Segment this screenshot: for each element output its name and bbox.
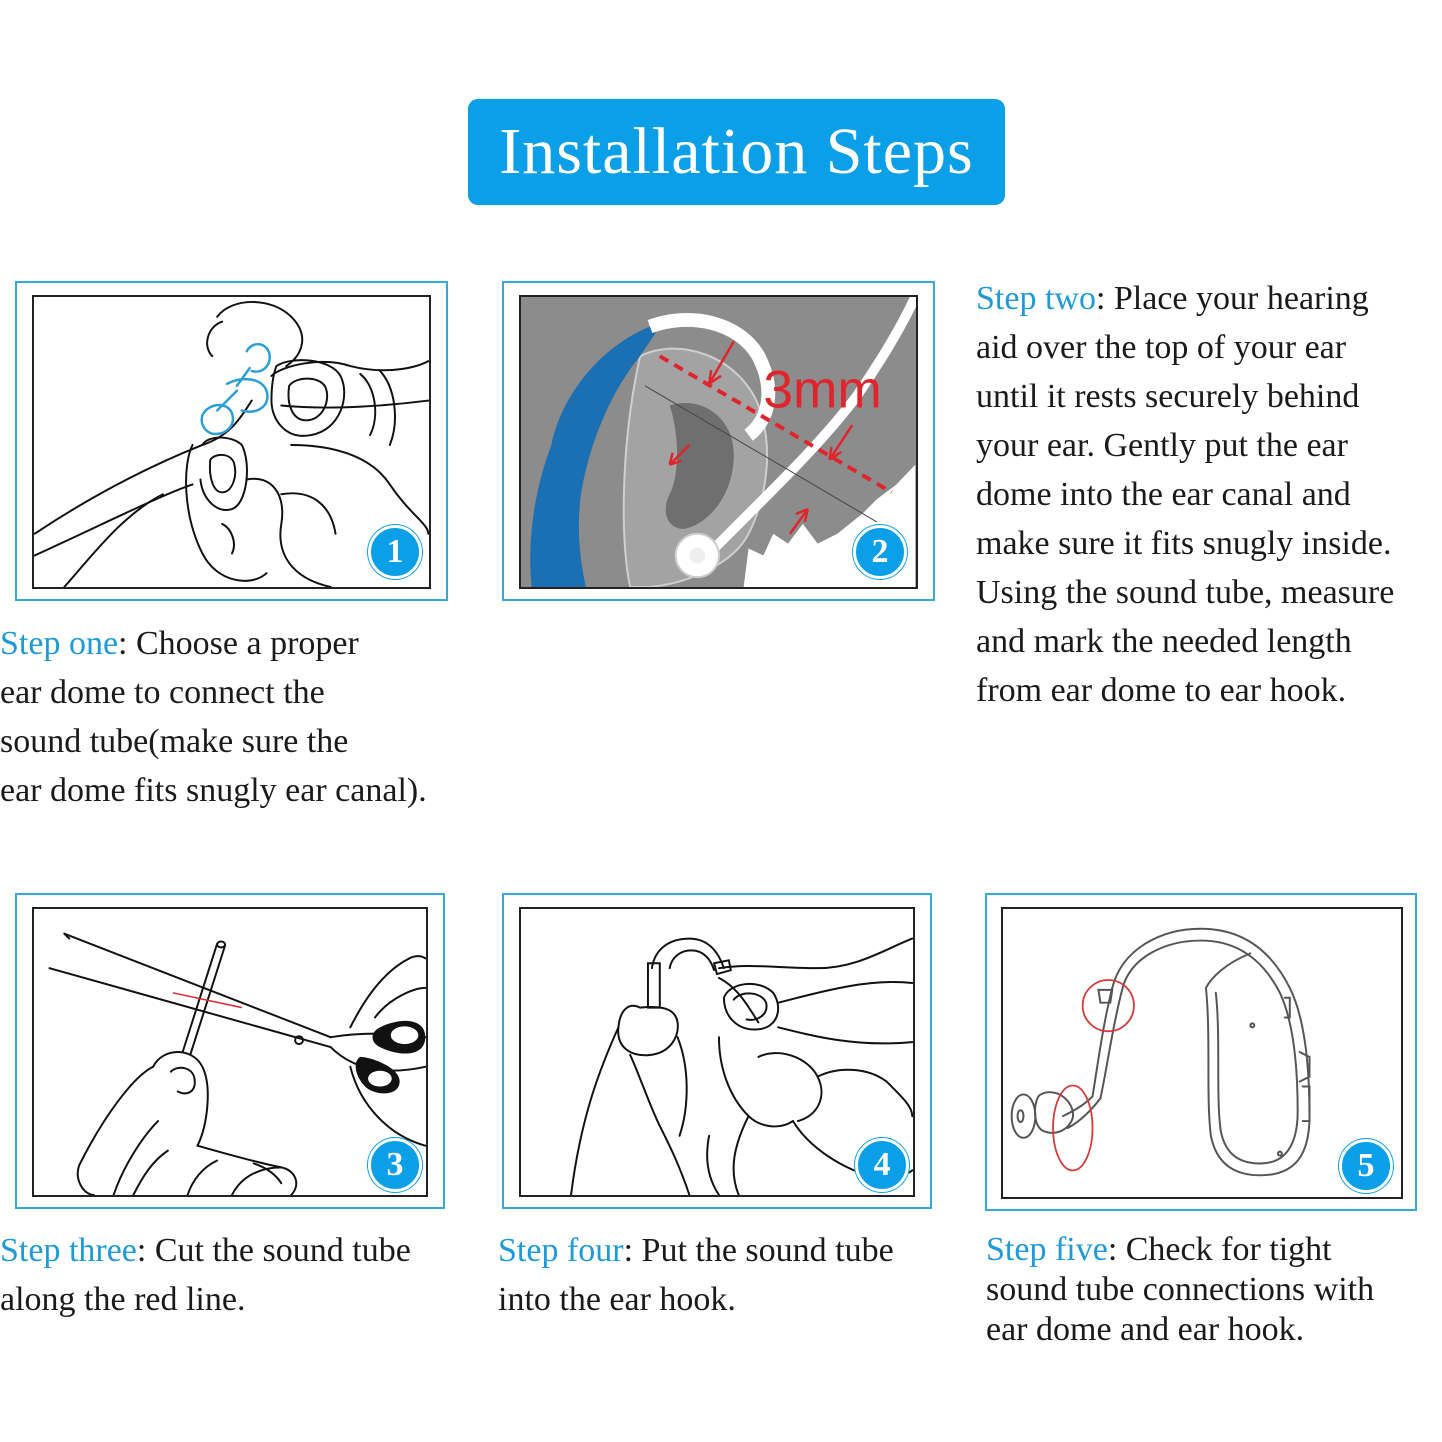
step-4-illustration: 4 (519, 907, 915, 1197)
step-5-line-2: sound tube connections with (986, 1271, 1375, 1308)
step-2-line-9: from ear dome to ear hook. (976, 672, 1347, 709)
step-5-description: Step five: Check for tight sound tube co… (986, 1230, 1374, 1350)
step-2-line-4: your ear. Gently put the ear (976, 427, 1348, 464)
step-1-illustration: 1 (32, 295, 431, 589)
step-2-label: Step two (976, 280, 1096, 317)
page-title: Installation Steps (499, 115, 974, 188)
step-3-line-2: along the red line. (0, 1281, 246, 1318)
step-2-line-6: make sure it fits snugly inside. (976, 525, 1392, 562)
step-4-line-1: Step four: Put the sound tube (498, 1232, 894, 1269)
step-2-number-badge: 2 (853, 525, 907, 579)
title-banner: Installation Steps (468, 99, 1005, 205)
step-1-number-badge: 1 (368, 525, 422, 579)
step-5-number-badge: 5 (1339, 1139, 1393, 1193)
step-3-illustration: 3 (32, 907, 428, 1197)
step-1-line-4: ear dome fits snugly ear canal). (0, 772, 427, 809)
step-3-number-badge: 3 (368, 1138, 422, 1192)
step-2-frame: 3mm 2 (502, 281, 935, 601)
step-3-frame: 3 (15, 893, 445, 1209)
step-1-line-1: Step one: Choose a proper (0, 625, 359, 662)
step-1-label: Step one (0, 625, 119, 662)
step-5-line-1: Step five: Check for tight (986, 1231, 1332, 1268)
measure-annotation: 3mm (763, 360, 881, 419)
step-3-description: Step three: Cut the sound tube along the… (0, 1226, 411, 1324)
step-4-description: Step four: Put the sound tube into the e… (498, 1226, 894, 1324)
step-2-description: Step two: Place your hearing aid over th… (976, 274, 1394, 715)
step-1-frame: 1 (15, 281, 448, 601)
step-1-description: Step one: Choose a proper ear dome to co… (0, 619, 427, 815)
step-2-line-7: Using the sound tube, measure (976, 574, 1395, 611)
hearing-aid-check-drawing (1010, 927, 1311, 1177)
step-1-line-3: sound tube(make sure the (0, 723, 349, 760)
hearing-aid-measure-drawing: 3mm (521, 297, 916, 587)
step-2-line-5: dome into the ear canal and (976, 476, 1351, 513)
step-5-frame: 5 (985, 893, 1417, 1211)
scissors-cutting-drawing (48, 932, 426, 1195)
step-2-line-1: Step two: Place your hearing (976, 280, 1369, 317)
step-5-illustration: 5 (1001, 907, 1403, 1199)
step-3-label: Step three (0, 1232, 137, 1269)
step-2-line-2: aid over the top of your ear (976, 329, 1347, 366)
tube-into-hook-drawing (570, 937, 913, 1195)
step-3-line-1: Step three: Cut the sound tube (0, 1232, 411, 1269)
step-2-illustration: 3mm 2 (519, 295, 918, 589)
step-5-line-3: ear dome and ear hook. (986, 1311, 1305, 1348)
step-4-line-2: into the ear hook. (498, 1281, 736, 1318)
step-2-line-3: until it rests securely behind (976, 378, 1360, 415)
hands-ear-dome-drawing (34, 300, 429, 587)
step-4-label: Step four (498, 1232, 624, 1269)
step-2-line-8: and mark the needed length (976, 623, 1352, 660)
step-1-line-2: ear dome to connect the (0, 674, 325, 711)
step-4-frame: 4 (502, 893, 932, 1209)
step-5-label: Step five (986, 1231, 1108, 1268)
step-4-number-badge: 4 (855, 1138, 909, 1192)
